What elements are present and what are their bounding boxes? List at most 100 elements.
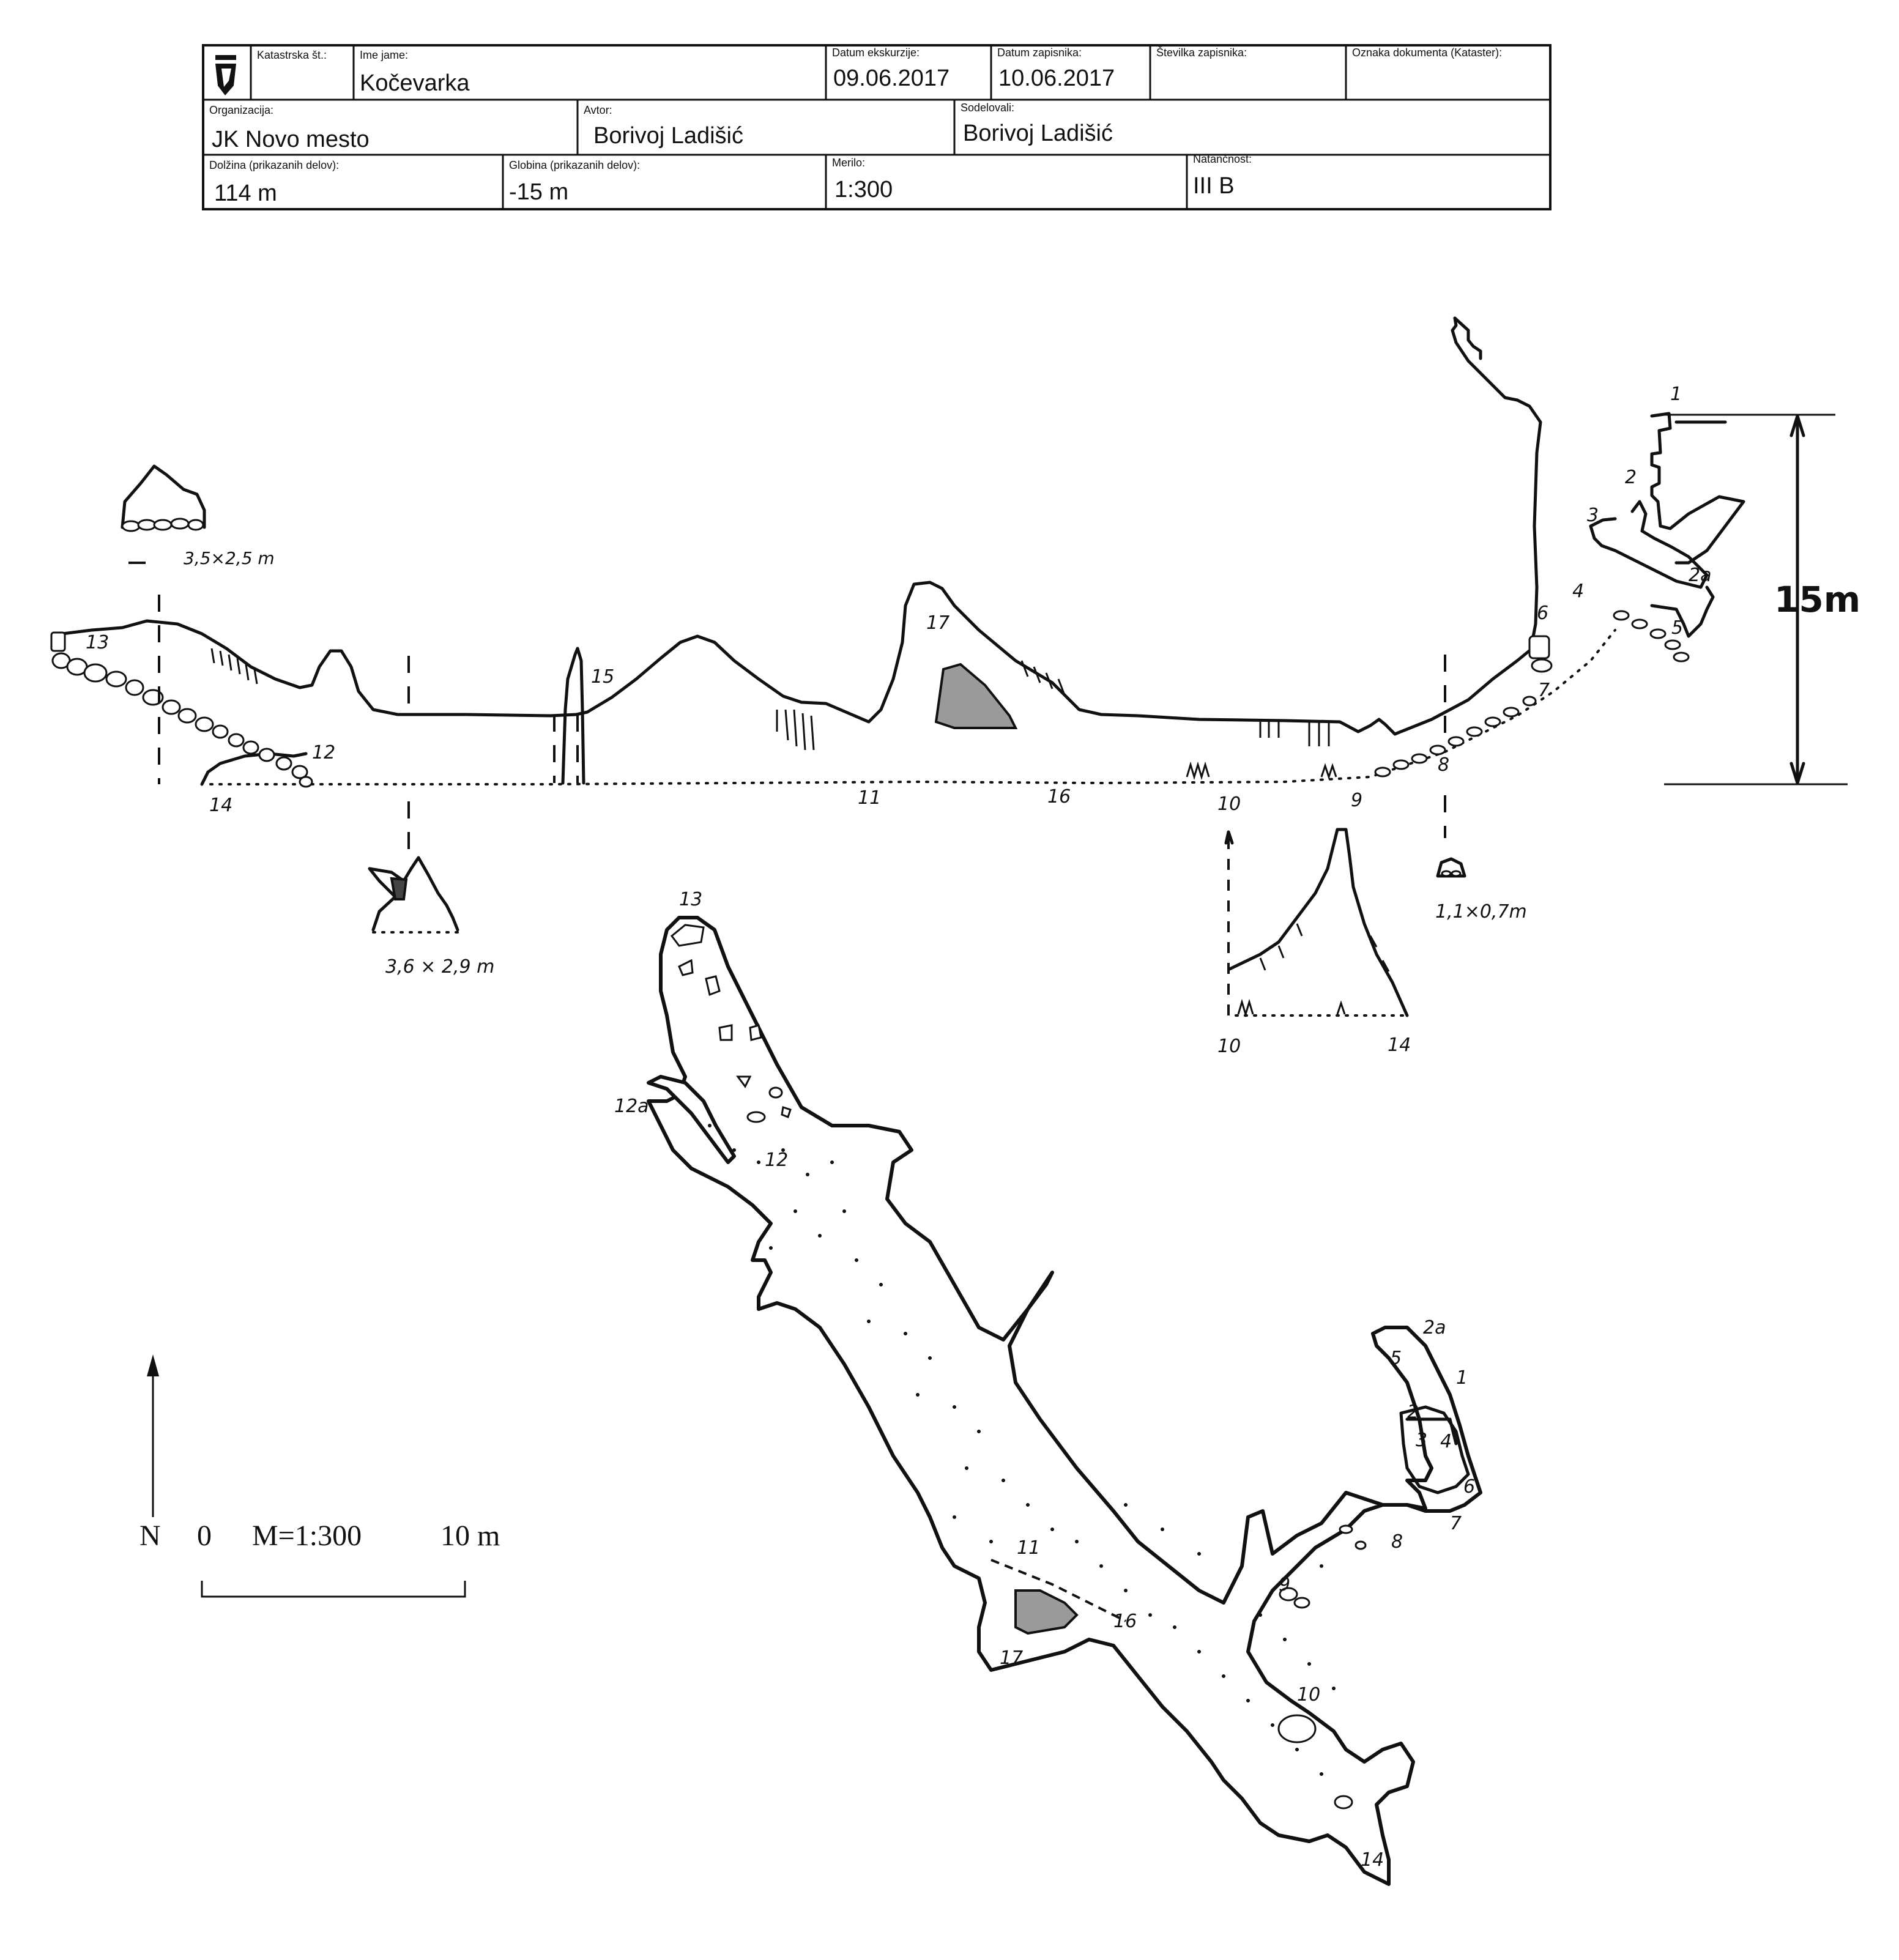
merilo: 1:300 (834, 177, 893, 202)
longitudinal-profile: 15m 1 2 2a 3 4 5 6 7 8 9 10 11 12 13 14 … (50, 316, 1860, 1057)
plan-station-7: 7 (1450, 1513, 1462, 1534)
survey-header-table: Katastrska št.: Ime jame: Kočevarka Datu… (202, 44, 1552, 210)
scale-ratio: M=1:300 (252, 1520, 362, 1552)
plan-side-passage-12a (647, 1075, 736, 1164)
katastrska-st-label: Katastrska št.: (257, 49, 327, 61)
profile-station-13: 13 (86, 632, 109, 653)
pit-boulders (1613, 610, 1690, 663)
north-label: N (139, 1520, 161, 1552)
datum-zapisnika: 10.06.2017 (998, 65, 1115, 91)
profile-station-2a: 2a (1689, 565, 1711, 586)
entrance-chamber-detail (1399, 1405, 1470, 1494)
profile-station-10: 10 (1217, 793, 1241, 815)
profile-station-11: 11 (858, 787, 881, 809)
sodelovali: Borivoj Ladišić (963, 121, 1113, 146)
plan-station-11: 11 (1017, 1537, 1040, 1559)
plan-station-8: 8 (1391, 1531, 1403, 1553)
stevilka-zapisnika-label: Številka zapisnika: (1156, 46, 1247, 59)
scale-bar (201, 1581, 466, 1598)
plan-station-14: 14 (1361, 1849, 1384, 1871)
avtor: Borivoj Ladišić (593, 123, 743, 149)
profile-station-9: 9 (1351, 790, 1362, 811)
profile-station-labels: 1 2 2a 3 4 5 6 7 8 9 10 11 12 13 14 15 1… (86, 384, 1711, 816)
profile-station-12: 12 (312, 742, 335, 763)
pit-floor-right (1650, 585, 1715, 638)
plan-boulders (670, 924, 1367, 1810)
plan-station-6: 6 (1463, 1476, 1475, 1498)
profile-station-3: 3 (1587, 505, 1599, 526)
profile-floor-line (209, 629, 1616, 785)
globina-label: Globina (prikazanih delov): (509, 159, 640, 171)
profile-station-4: 4 (1572, 581, 1584, 602)
natancnost-label: Natančnost: (1193, 153, 1252, 165)
profile-station-16: 16 (1047, 786, 1071, 807)
wall-hatching (210, 648, 1337, 781)
profile-left-floor-edge (200, 752, 308, 786)
rock-17-shaded (934, 663, 1018, 729)
oznaka-dokumenta-label: Oznaka dokumenta (Kataster): (1352, 46, 1502, 59)
plan-station-5: 5 (1390, 1348, 1402, 1369)
plan-station-2a: 2a (1423, 1317, 1446, 1338)
plan-station-2: 2 (1407, 1401, 1419, 1423)
dolzina-label: Dolžina (prikazanih delov): (209, 159, 339, 171)
scale-zero: 0 (197, 1520, 212, 1552)
scale-length: 10 m (440, 1520, 500, 1552)
cave-name: Kočevarka (360, 70, 470, 96)
cross-section-2: 3,6 × 2,9 m (368, 856, 494, 978)
plan-station-labels: 13 12a 12 11 16 17 10 9 8 7 6 5 4 3 2 2a… (614, 889, 1475, 1871)
cross-section-3: 1,1×0,7m (1435, 857, 1527, 922)
plan-station-12: 12 (765, 1149, 788, 1171)
profile-station-1: 1 (1670, 384, 1682, 405)
dolzina: 114 m (214, 180, 277, 206)
extended-section-10-14: 10 14 (1217, 828, 1411, 1057)
ime-jame-label: Ime jame: (360, 49, 408, 61)
plan-station-13: 13 (679, 889, 702, 910)
plan-ledge-dashed (990, 1559, 1126, 1622)
scale-and-north: N 0 M=1:300 10 m (139, 1354, 500, 1598)
profile-station-15: 15 (591, 666, 614, 688)
entrance-pit-outline (1650, 412, 1745, 565)
datum-ekskurzije-label: Datum ekskurzije: (832, 46, 920, 59)
organizacija: JK Novo mesto (212, 127, 370, 152)
plan-station-9: 9 (1279, 1574, 1290, 1595)
plan-station-3: 3 (1416, 1430, 1427, 1451)
datum-ekskurzije: 09.06.2017 (833, 65, 950, 91)
entrance-chamber-inner-line (1405, 1417, 1458, 1446)
plan-station-16: 16 (1113, 1611, 1137, 1632)
boulder-chain-left (50, 631, 313, 788)
profile-station-17: 17 (926, 612, 950, 634)
profile-shaft-edge (1453, 316, 1482, 360)
profile-ceiling (51, 316, 1542, 736)
profile-station-8: 8 (1438, 754, 1449, 776)
plan-station-17: 17 (1000, 1647, 1023, 1669)
profile-station-7: 7 (1538, 680, 1550, 701)
plan-station-10: 10 (1297, 1684, 1320, 1706)
society-logo-icon (215, 55, 236, 95)
extended-section-label-10: 10 (1217, 1036, 1241, 1057)
boulder-chain-right (1374, 635, 1553, 778)
depth-scale-bar: 15m (1664, 414, 1860, 785)
plan-station-4: 4 (1440, 1431, 1452, 1452)
organizacija-label: Organizacija: (209, 104, 273, 116)
sodelovali-label: Sodelovali: (961, 102, 1014, 114)
profile-station-2: 2 (1625, 467, 1637, 488)
merilo-label: Merilo: (832, 157, 865, 169)
natancnost: III B (1193, 173, 1235, 199)
datum-zapisnika-label: Datum zapisnika: (997, 46, 1082, 59)
pit-lower-passage (1589, 500, 1709, 589)
cross-section-1-dim: 3,5×2,5 m (184, 548, 275, 568)
plan-station-1: 1 (1456, 1367, 1468, 1389)
plan-rock-17-shaded (1014, 1589, 1079, 1635)
plan-station-12a: 12a (614, 1096, 649, 1117)
plan-cave-outline (647, 916, 1482, 1886)
globina: -15 m (509, 179, 568, 205)
north-arrow-icon (147, 1354, 159, 1376)
avtor-label: Avtor: (584, 104, 612, 116)
depth-scale-label: 15m (1774, 579, 1860, 620)
profile-station-5: 5 (1671, 617, 1683, 639)
cross-section-3-dim: 1,1×0,7m (1435, 901, 1527, 922)
cross-section-1: 3,5×2,5 m (121, 464, 275, 568)
cross-section-2-dim: 3,6 × 2,9 m (385, 956, 494, 978)
pillar-15 (561, 647, 585, 785)
